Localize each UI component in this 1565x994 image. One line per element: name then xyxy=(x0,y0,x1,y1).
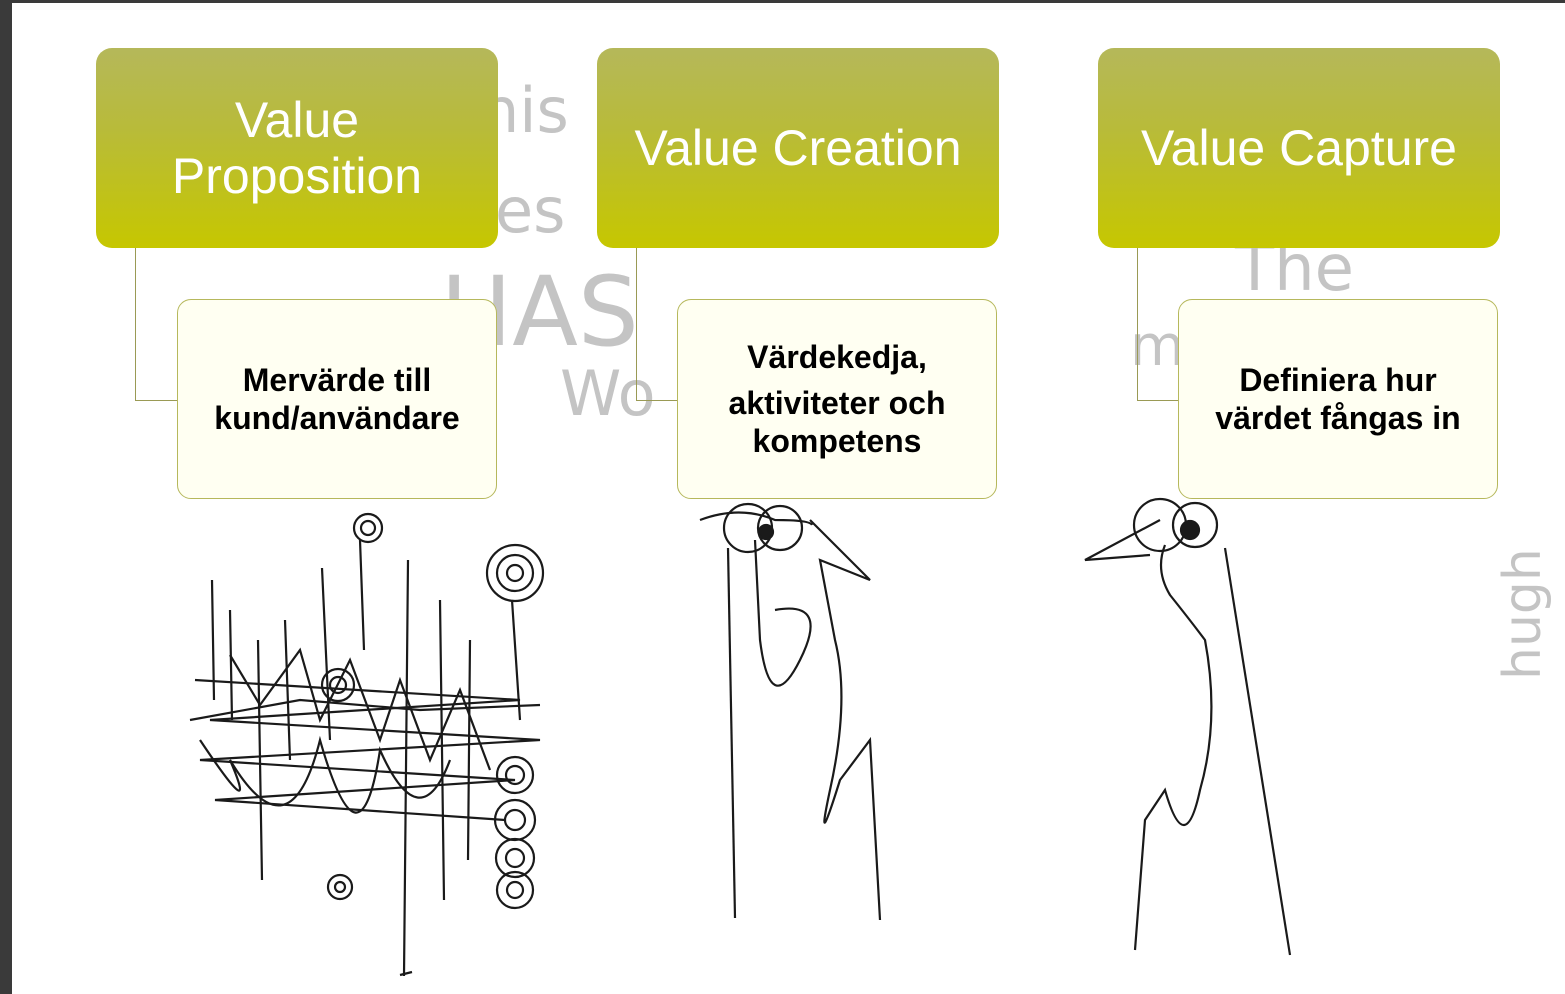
connector-creation xyxy=(636,248,679,401)
header-value-creation-label: Value Creation xyxy=(634,120,962,176)
detail-value-capture: Definiera hur värdet fångas in xyxy=(1178,299,1498,499)
connector-capture xyxy=(1137,248,1180,401)
figure-right xyxy=(1084,497,1292,956)
detail-value-creation-line-1: Värdekedja, xyxy=(747,339,927,375)
detail-value-proposition-text: Mervärde till kund/användare xyxy=(214,362,460,436)
figure-middle xyxy=(699,502,882,921)
detail-value-capture-text: Definiera hur värdet fångas in xyxy=(1215,362,1461,436)
header-value-capture: Value Capture xyxy=(1098,48,1500,248)
detail-value-proposition: Mervärde till kund/användare xyxy=(177,299,497,499)
detail-value-creation-line-2: aktiviteter och kompetens xyxy=(728,385,946,459)
header-value-proposition-label: Value Proposition xyxy=(171,92,423,204)
scribble-creature xyxy=(189,512,545,977)
header-value-capture-label: Value Capture xyxy=(1141,120,1457,176)
signature-hugh: hugh xyxy=(1493,548,1553,680)
handwriting-es: es xyxy=(495,174,565,247)
header-value-creation: Value Creation xyxy=(597,48,999,248)
detail-value-creation: Värdekedja, aktiviteter och kompetens xyxy=(677,299,997,499)
header-value-proposition: Value Proposition xyxy=(96,48,498,248)
handwriting-wo: Wo xyxy=(560,357,656,430)
connector-proposition xyxy=(135,248,178,401)
